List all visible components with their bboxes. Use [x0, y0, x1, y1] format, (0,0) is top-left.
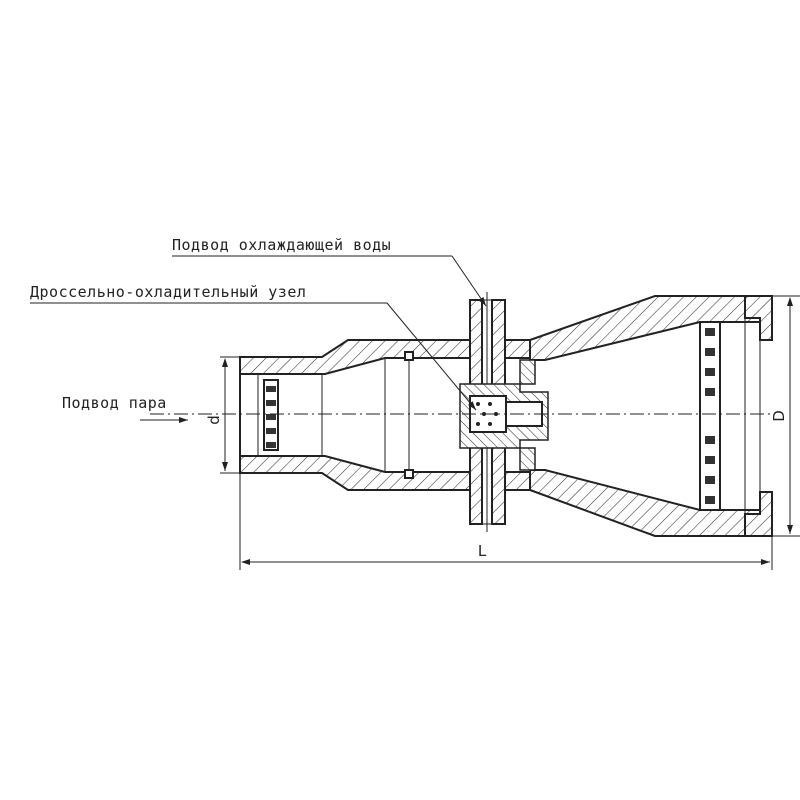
label-throttle-unit: Дроссельно-охладительный узел	[30, 283, 306, 301]
callout-throttle-unit: Дроссельно-охладительный узел	[30, 283, 477, 411]
dimension-D: D	[770, 295, 800, 537]
dimension-D-label: D	[770, 410, 788, 422]
callout-steam-inlet: Подвод пара	[62, 394, 188, 423]
label-cooling-water: Подвод охлаждающей воды	[172, 236, 391, 254]
dimension-L-label: L	[478, 542, 487, 560]
dimension-L: L	[239, 473, 773, 570]
dimension-d: d	[205, 356, 240, 474]
outlet-screen	[699, 318, 761, 514]
dimension-d-label: d	[205, 415, 223, 425]
inlet-bore	[257, 351, 414, 479]
label-steam-inlet: Подвод пара	[62, 394, 167, 412]
lower-wall	[239, 455, 773, 537]
callout-cooling-water: Подвод охлаждающей воды	[172, 236, 487, 307]
upper-wall	[239, 295, 773, 375]
